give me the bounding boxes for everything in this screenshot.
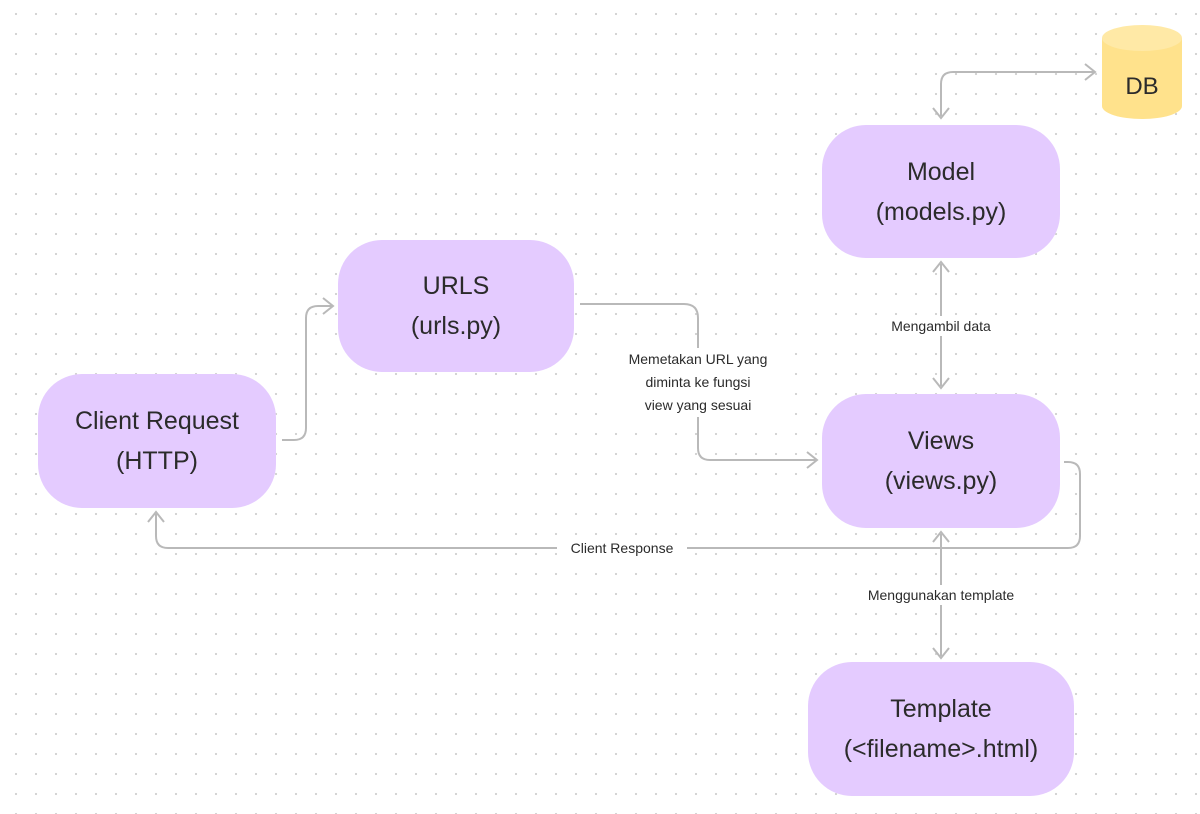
arrowhead-urls-to-views: [806, 451, 819, 469]
urls-title: URLS: [422, 272, 490, 300]
views-title: Views: [907, 427, 975, 455]
arrowhead-to-model-bottom: [932, 260, 950, 273]
arrowhead-to-template: [932, 647, 950, 660]
template-title: Template: [890, 695, 992, 723]
template-subtitle: (<filename>.html): [843, 735, 1039, 763]
template-node: Template (<filename>.html): [808, 662, 1074, 796]
model-title: Model: [906, 157, 976, 186]
edge-model-to-db: [940, 71, 1094, 116]
edge-label-urls-to-views-line2: diminta ke fungsi: [604, 371, 792, 394]
edge-client-to-urls: [282, 305, 332, 441]
edge-views-to-client: [155, 461, 1081, 549]
edge-label-urls-to-views: Memetakan URL yang diminta ke fungsi vie…: [604, 348, 792, 417]
arrowhead-client-to-urls: [322, 297, 335, 315]
model-subtitle: (models.py): [875, 197, 1007, 226]
edge-label-views-template: Menggunakan template: [853, 585, 1029, 605]
db-label: DB: [1125, 73, 1159, 100]
views-node: Views (views.py): [822, 394, 1060, 528]
arrowhead-to-views-bottom: [932, 530, 950, 543]
client-request-subtitle: (HTTP): [116, 447, 198, 475]
client-request-node: Client Request (HTTP): [38, 374, 276, 508]
edge-label-urls-to-views-line3: view yang sesuai: [604, 394, 792, 417]
edge-label-model-views: Mengambil data: [877, 316, 1005, 336]
urls-node: URLS (urls.py): [338, 240, 574, 372]
arrowhead-to-views-top: [932, 377, 950, 390]
db-cylinder-icon: [1102, 25, 1182, 119]
client-request-title: Client Request: [75, 407, 239, 435]
arrowhead-to-client: [147, 510, 165, 523]
arrowhead-to-db: [1084, 63, 1097, 81]
arrowhead-to-model-top: [932, 107, 950, 120]
views-subtitle: (views.py): [884, 467, 998, 495]
urls-subtitle: (urls.py): [410, 312, 502, 340]
edge-label-client-response: Client Response: [557, 538, 687, 558]
edge-label-urls-to-views-line1: Memetakan URL yang: [604, 348, 792, 371]
model-node: Model (models.py): [822, 125, 1060, 258]
